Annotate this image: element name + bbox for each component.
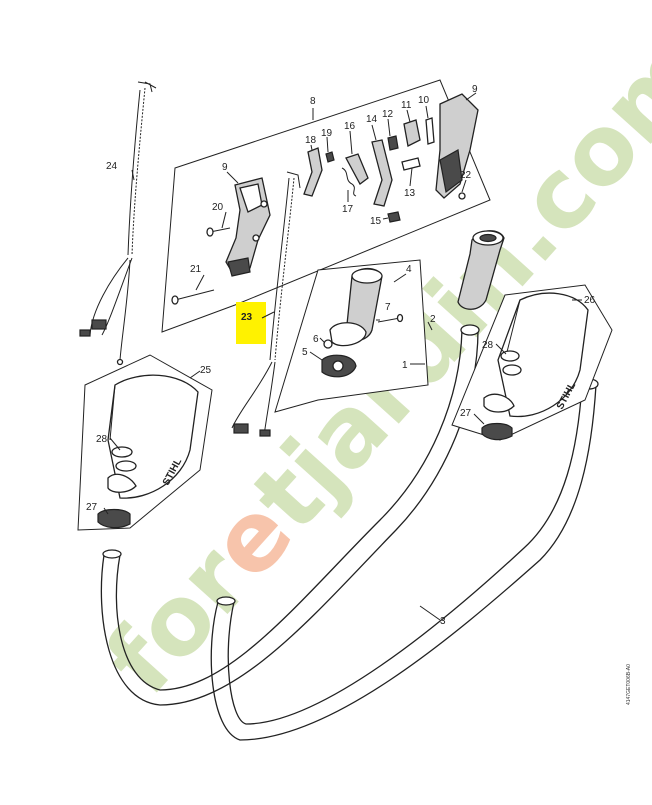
label-1: 1 bbox=[402, 360, 408, 371]
label-7: 7 bbox=[385, 302, 391, 313]
part-16 bbox=[345, 153, 369, 185]
label-21: 21 bbox=[190, 264, 202, 275]
label-15: 15 bbox=[370, 216, 382, 227]
label-12: 12 bbox=[382, 109, 394, 120]
label-14: 14 bbox=[366, 114, 378, 125]
label-9-right: 9 bbox=[472, 84, 478, 95]
part-17-spring bbox=[341, 167, 357, 197]
label-27-left: 27 bbox=[86, 502, 98, 513]
label-5: 5 bbox=[302, 347, 308, 358]
label-9-left: 9 bbox=[222, 162, 228, 173]
drawing-code: 4147GET006B-A0 bbox=[626, 664, 632, 705]
part-14 bbox=[371, 139, 393, 207]
part-6 bbox=[323, 339, 333, 349]
part-25-cover: STIHL bbox=[97, 374, 199, 529]
label-17: 17 bbox=[342, 204, 354, 215]
part-18 bbox=[303, 147, 323, 197]
label-24: 24 bbox=[106, 161, 118, 172]
part-11 bbox=[403, 119, 421, 147]
part-4-grip bbox=[329, 267, 383, 347]
label-6: 6 bbox=[313, 334, 319, 345]
label-18: 18 bbox=[305, 135, 317, 146]
part-22 bbox=[458, 192, 466, 200]
label-27-right: 27 bbox=[460, 408, 472, 419]
part-15 bbox=[387, 211, 401, 223]
highlight-23 bbox=[236, 302, 266, 344]
cable-24 bbox=[79, 81, 157, 366]
part-21-bolt bbox=[171, 289, 215, 305]
label-2: 2 bbox=[430, 314, 436, 325]
label-28-right: 28 bbox=[482, 340, 494, 351]
part-9-right-shell bbox=[435, 93, 479, 199]
label-19: 19 bbox=[321, 128, 333, 139]
label-25: 25 bbox=[200, 365, 212, 376]
label-22: 22 bbox=[460, 170, 472, 181]
part-10 bbox=[425, 117, 435, 145]
label-16: 16 bbox=[344, 121, 356, 132]
part-26-cover: STIHL bbox=[481, 292, 589, 441]
part-20-screw bbox=[206, 227, 231, 237]
label-28-left: 28 bbox=[96, 434, 108, 445]
label-3: 3 bbox=[440, 616, 446, 627]
label-26: 26 bbox=[584, 295, 596, 306]
trigger-parts bbox=[303, 117, 466, 223]
label-23: 23 bbox=[241, 312, 253, 323]
part-2-grip bbox=[457, 230, 505, 310]
part-7 bbox=[377, 317, 401, 323]
part-labels: 8 9 10 11 12 14 16 19 18 17 13 15 22 9 2… bbox=[86, 84, 596, 627]
label-11: 11 bbox=[401, 100, 412, 111]
label-4: 4 bbox=[406, 264, 412, 275]
clamp-parts bbox=[321, 313, 404, 378]
handlebar-tubes bbox=[100, 324, 599, 741]
part-12 bbox=[387, 135, 399, 151]
label-8: 8 bbox=[310, 96, 316, 107]
label-13: 13 bbox=[404, 188, 416, 199]
cable-23 bbox=[231, 171, 301, 437]
label-10: 10 bbox=[418, 95, 430, 106]
label-20: 20 bbox=[212, 202, 224, 213]
leader-lines bbox=[103, 92, 582, 621]
part-19 bbox=[325, 151, 335, 163]
part-9-grip-shell bbox=[225, 177, 271, 277]
part-13 bbox=[401, 157, 421, 171]
